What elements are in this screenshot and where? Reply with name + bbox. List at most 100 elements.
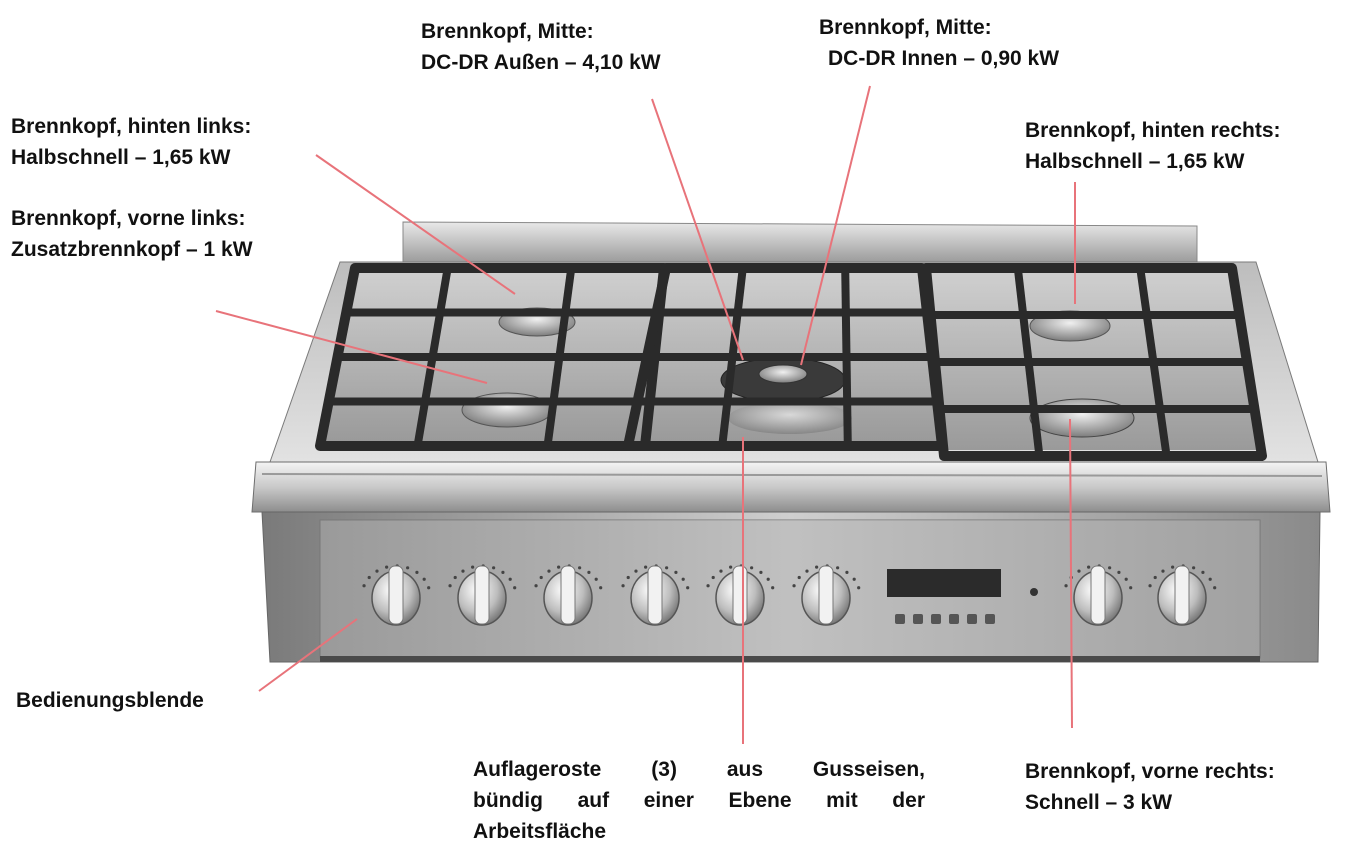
knob-tick bbox=[815, 565, 819, 569]
knob-tick bbox=[1171, 565, 1175, 569]
knob-tick bbox=[857, 586, 861, 590]
label-center-inner-burner: Brennkopf, Mitte: DC-DR Innen – 0,90 kW bbox=[819, 12, 1059, 74]
knob-tick bbox=[578, 566, 582, 570]
label-center-outer-burner: Brennkopf, Mitte: DC-DR Außen – 4,10 kW bbox=[421, 16, 661, 78]
knob-tick bbox=[587, 570, 591, 574]
knob-tick bbox=[634, 569, 638, 573]
knob-tick bbox=[406, 566, 410, 570]
grate-bar bbox=[413, 267, 452, 447]
knob-tick bbox=[461, 569, 465, 573]
burner-center-base bbox=[728, 402, 852, 434]
label-line: Brennkopf, vorne rechts: bbox=[1025, 760, 1275, 783]
timer-display bbox=[887, 569, 1001, 597]
panel-shadow bbox=[320, 656, 1260, 662]
backsplash bbox=[402, 221, 1198, 263]
knob-tick bbox=[805, 569, 809, 573]
burner-front-right bbox=[1029, 398, 1135, 438]
knob-tick bbox=[711, 575, 715, 580]
knob-grip bbox=[560, 565, 576, 625]
knob-tick bbox=[1124, 577, 1128, 581]
knob-6 bbox=[792, 564, 861, 626]
knob-2 bbox=[448, 564, 517, 626]
label-grates: Auflageroste (3) aus Gusseisen, bündig a… bbox=[473, 754, 925, 847]
grate-bar bbox=[543, 267, 576, 447]
label-line: Arbeitsfläche bbox=[473, 820, 607, 843]
leader-back-left bbox=[315, 154, 516, 295]
knob-tick bbox=[836, 566, 840, 570]
knob-tick bbox=[1129, 586, 1133, 590]
grate-bar bbox=[718, 267, 747, 447]
knob-tick bbox=[1117, 570, 1121, 574]
burner-center-inner bbox=[758, 364, 808, 384]
knob-tick bbox=[385, 565, 389, 569]
knob-tick bbox=[845, 570, 849, 574]
knob-tick bbox=[492, 566, 496, 570]
leader-center-inner bbox=[800, 85, 871, 366]
label-control-panel: Bedienungsblende bbox=[16, 685, 204, 716]
knob-tick bbox=[621, 584, 625, 588]
knob-tick bbox=[1087, 565, 1091, 569]
knob-tick bbox=[759, 570, 763, 574]
label-line: Schnell – 3 kW bbox=[1025, 791, 1173, 814]
knob-tick bbox=[422, 577, 426, 581]
knob-tick bbox=[681, 577, 685, 581]
knob-tick bbox=[1077, 569, 1081, 573]
label-line: Bedienungsblende bbox=[16, 689, 204, 712]
label-line: bündig auf einer Ebene mit der bbox=[473, 789, 925, 812]
knob-tick bbox=[599, 586, 603, 590]
knob-tick bbox=[719, 569, 723, 573]
grate-bar bbox=[1136, 267, 1171, 457]
knob-tick bbox=[1148, 584, 1152, 588]
label-line: Auflageroste (3) aus Gusseisen, bbox=[473, 758, 925, 781]
knob-tick bbox=[674, 570, 678, 574]
label-line: Brennkopf, Mitte: bbox=[421, 20, 594, 43]
indicator-light bbox=[1030, 588, 1038, 596]
cast-iron-grates bbox=[315, 263, 1267, 461]
knob-tick bbox=[448, 584, 452, 588]
knob-tick bbox=[534, 584, 538, 588]
knob-tick bbox=[750, 566, 754, 570]
knob-tick bbox=[367, 575, 371, 580]
knob-tick bbox=[547, 569, 551, 573]
rim-edge bbox=[261, 473, 1323, 477]
knob-1 bbox=[362, 564, 431, 626]
knob-tick bbox=[471, 565, 475, 569]
knob-tick bbox=[797, 575, 801, 580]
label-back-right-burner: Brennkopf, hinten rechts: Halbschnell – … bbox=[1025, 115, 1281, 177]
knob-3 bbox=[534, 564, 603, 626]
label-line: Brennkopf, Mitte: bbox=[819, 16, 992, 39]
knob-tick bbox=[1213, 586, 1217, 590]
grate-3 bbox=[921, 263, 1267, 461]
knob-tick bbox=[852, 577, 856, 581]
knob-tick bbox=[644, 565, 648, 569]
leader-center-outer bbox=[651, 98, 744, 361]
knob-tick bbox=[1153, 575, 1157, 580]
knob-tick bbox=[453, 575, 457, 580]
label-line: Brennkopf, hinten links: bbox=[11, 115, 252, 138]
label-line: Brennkopf, hinten rechts: bbox=[1025, 119, 1281, 142]
knob-tick bbox=[362, 584, 366, 588]
knob-tick bbox=[1161, 569, 1165, 573]
knob-grip bbox=[388, 565, 404, 625]
knob-grip bbox=[1174, 565, 1190, 625]
knob-tick bbox=[729, 565, 733, 569]
knob-tick bbox=[427, 586, 431, 590]
knob-tick bbox=[1201, 570, 1205, 574]
knob-tick bbox=[1064, 584, 1068, 588]
knob-4 bbox=[621, 564, 690, 626]
timer-buttons bbox=[895, 614, 995, 624]
knob-tick bbox=[539, 575, 543, 580]
leader-control-panel bbox=[258, 618, 358, 692]
knob-tick bbox=[501, 570, 505, 574]
control-knobs bbox=[362, 564, 1217, 626]
knob-grip bbox=[818, 565, 834, 625]
knob-tick bbox=[415, 570, 419, 574]
label-line: Halbschnell – 1,65 kW bbox=[1025, 150, 1245, 173]
knob-tick bbox=[508, 577, 512, 581]
label-line: Zusatzbrennkopf – 1 kW bbox=[11, 238, 253, 261]
grate-frame bbox=[921, 263, 1267, 461]
knob-tick bbox=[513, 586, 517, 590]
label-back-left-burner: Brennkopf, hinten links: Halbschnell – 1… bbox=[11, 111, 251, 173]
knob-tick bbox=[1108, 566, 1112, 570]
